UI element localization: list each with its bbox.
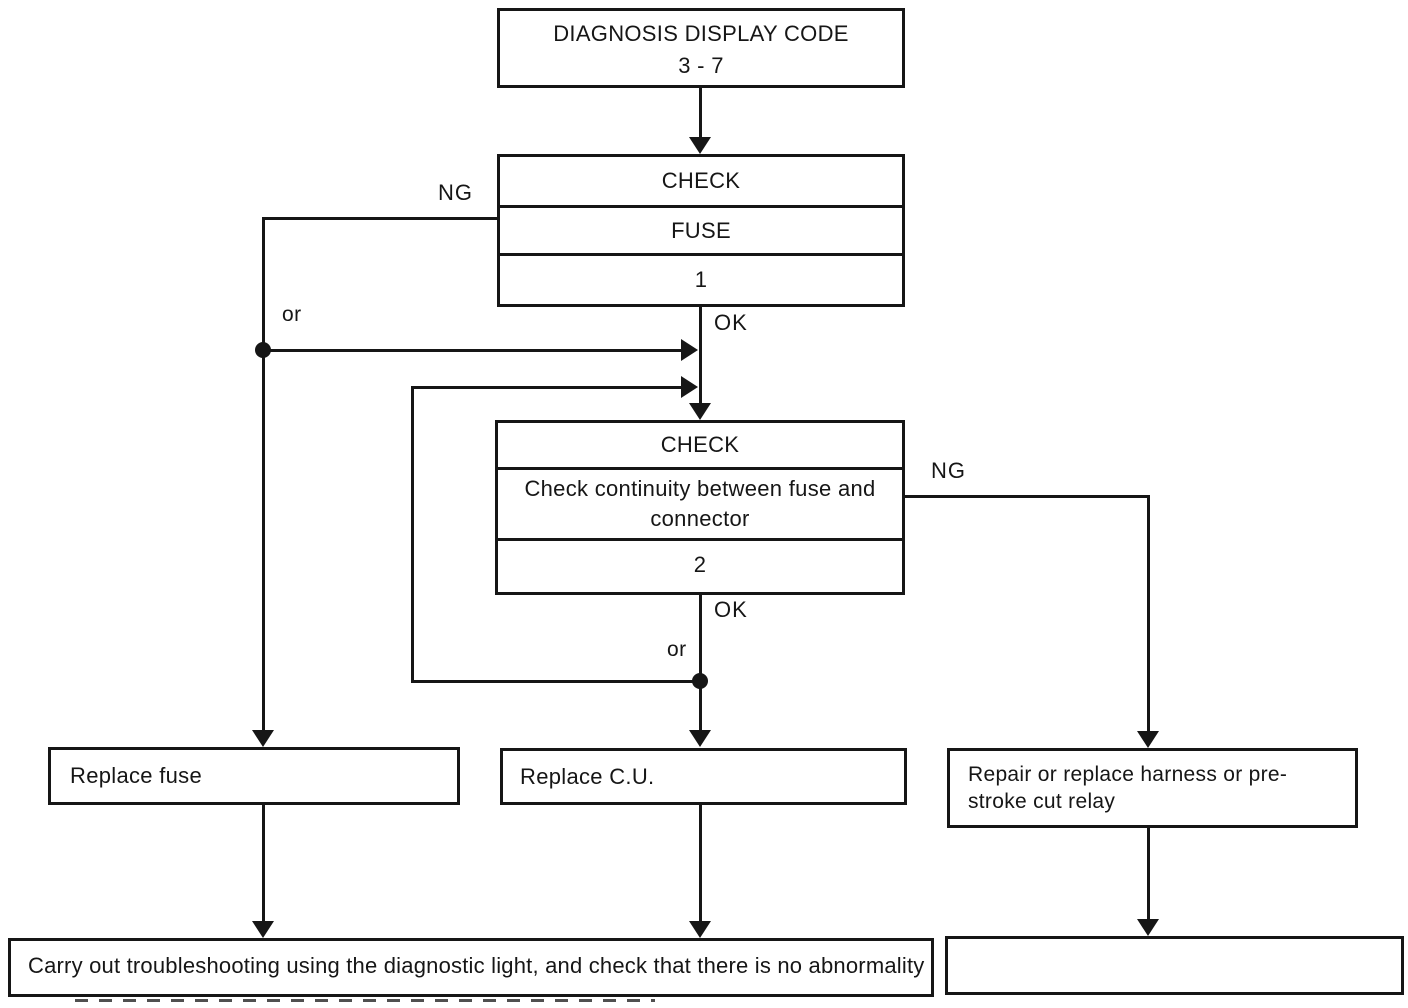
- connector-line: [262, 349, 684, 352]
- label-ng-right: NG: [929, 458, 968, 484]
- check-fuse-box: CHECK FUSE 1: [497, 154, 905, 307]
- check-fuse-header: CHECK: [661, 168, 741, 193]
- arrow-down-icon: [1137, 919, 1159, 936]
- connector-line: [1147, 495, 1150, 733]
- connector-line: [411, 680, 701, 683]
- check-fuse-step: 1: [500, 253, 902, 304]
- scan-artifact: [75, 999, 655, 1002]
- connector-line: [1147, 828, 1150, 921]
- footer-bar-right: [945, 936, 1404, 995]
- arrow-right-icon: [681, 376, 698, 398]
- check-continuity-step: 2: [498, 538, 902, 592]
- arrow-down-icon: [252, 730, 274, 747]
- arrow-down-icon: [689, 403, 711, 420]
- label-ok-top: OK: [712, 310, 750, 336]
- connector-line: [411, 386, 684, 389]
- connector-line: [905, 495, 1150, 498]
- connector-line: [699, 88, 702, 140]
- label-or-right: or: [665, 638, 689, 662]
- check-continuity-item: Check continuity between fuse and connec…: [498, 467, 902, 538]
- arrow-down-icon: [689, 921, 711, 938]
- label-or-left: or: [280, 303, 304, 327]
- arrow-down-icon: [689, 137, 711, 154]
- connector-line: [411, 386, 414, 683]
- start-box: DIAGNOSIS DISPLAY CODE 3 - 7: [497, 8, 905, 88]
- label-ng-left: NG: [436, 180, 475, 206]
- arrow-down-icon: [689, 730, 711, 747]
- connector-line: [263, 217, 498, 220]
- replace-fuse-box: Replace fuse: [48, 747, 460, 805]
- connector-line: [699, 595, 702, 732]
- check-continuity-header: CHECK: [660, 432, 740, 457]
- connector-line: [262, 805, 265, 923]
- connector-line: [262, 217, 265, 732]
- start-box-line2: 3 - 7: [678, 53, 724, 78]
- footer-bar-left: [8, 938, 934, 997]
- connector-line: [699, 307, 702, 405]
- check-fuse-item: FUSE: [500, 205, 902, 253]
- footer-text: Carry out troubleshooting using the diag…: [28, 953, 925, 978]
- replace-cu-box: Replace C.U.: [500, 748, 907, 805]
- check-continuity-box: CHECK Check continuity between fuse and …: [495, 420, 905, 595]
- arrow-down-icon: [1137, 731, 1159, 748]
- repair-harness-box: Repair or replace harness or pre-stroke …: [947, 748, 1358, 828]
- label-ok-bottom: OK: [712, 597, 750, 623]
- start-box-line1: DIAGNOSIS DISPLAY CODE: [553, 21, 849, 46]
- arrow-right-icon: [681, 339, 698, 361]
- connector-line: [699, 805, 702, 923]
- arrow-down-icon: [252, 921, 274, 938]
